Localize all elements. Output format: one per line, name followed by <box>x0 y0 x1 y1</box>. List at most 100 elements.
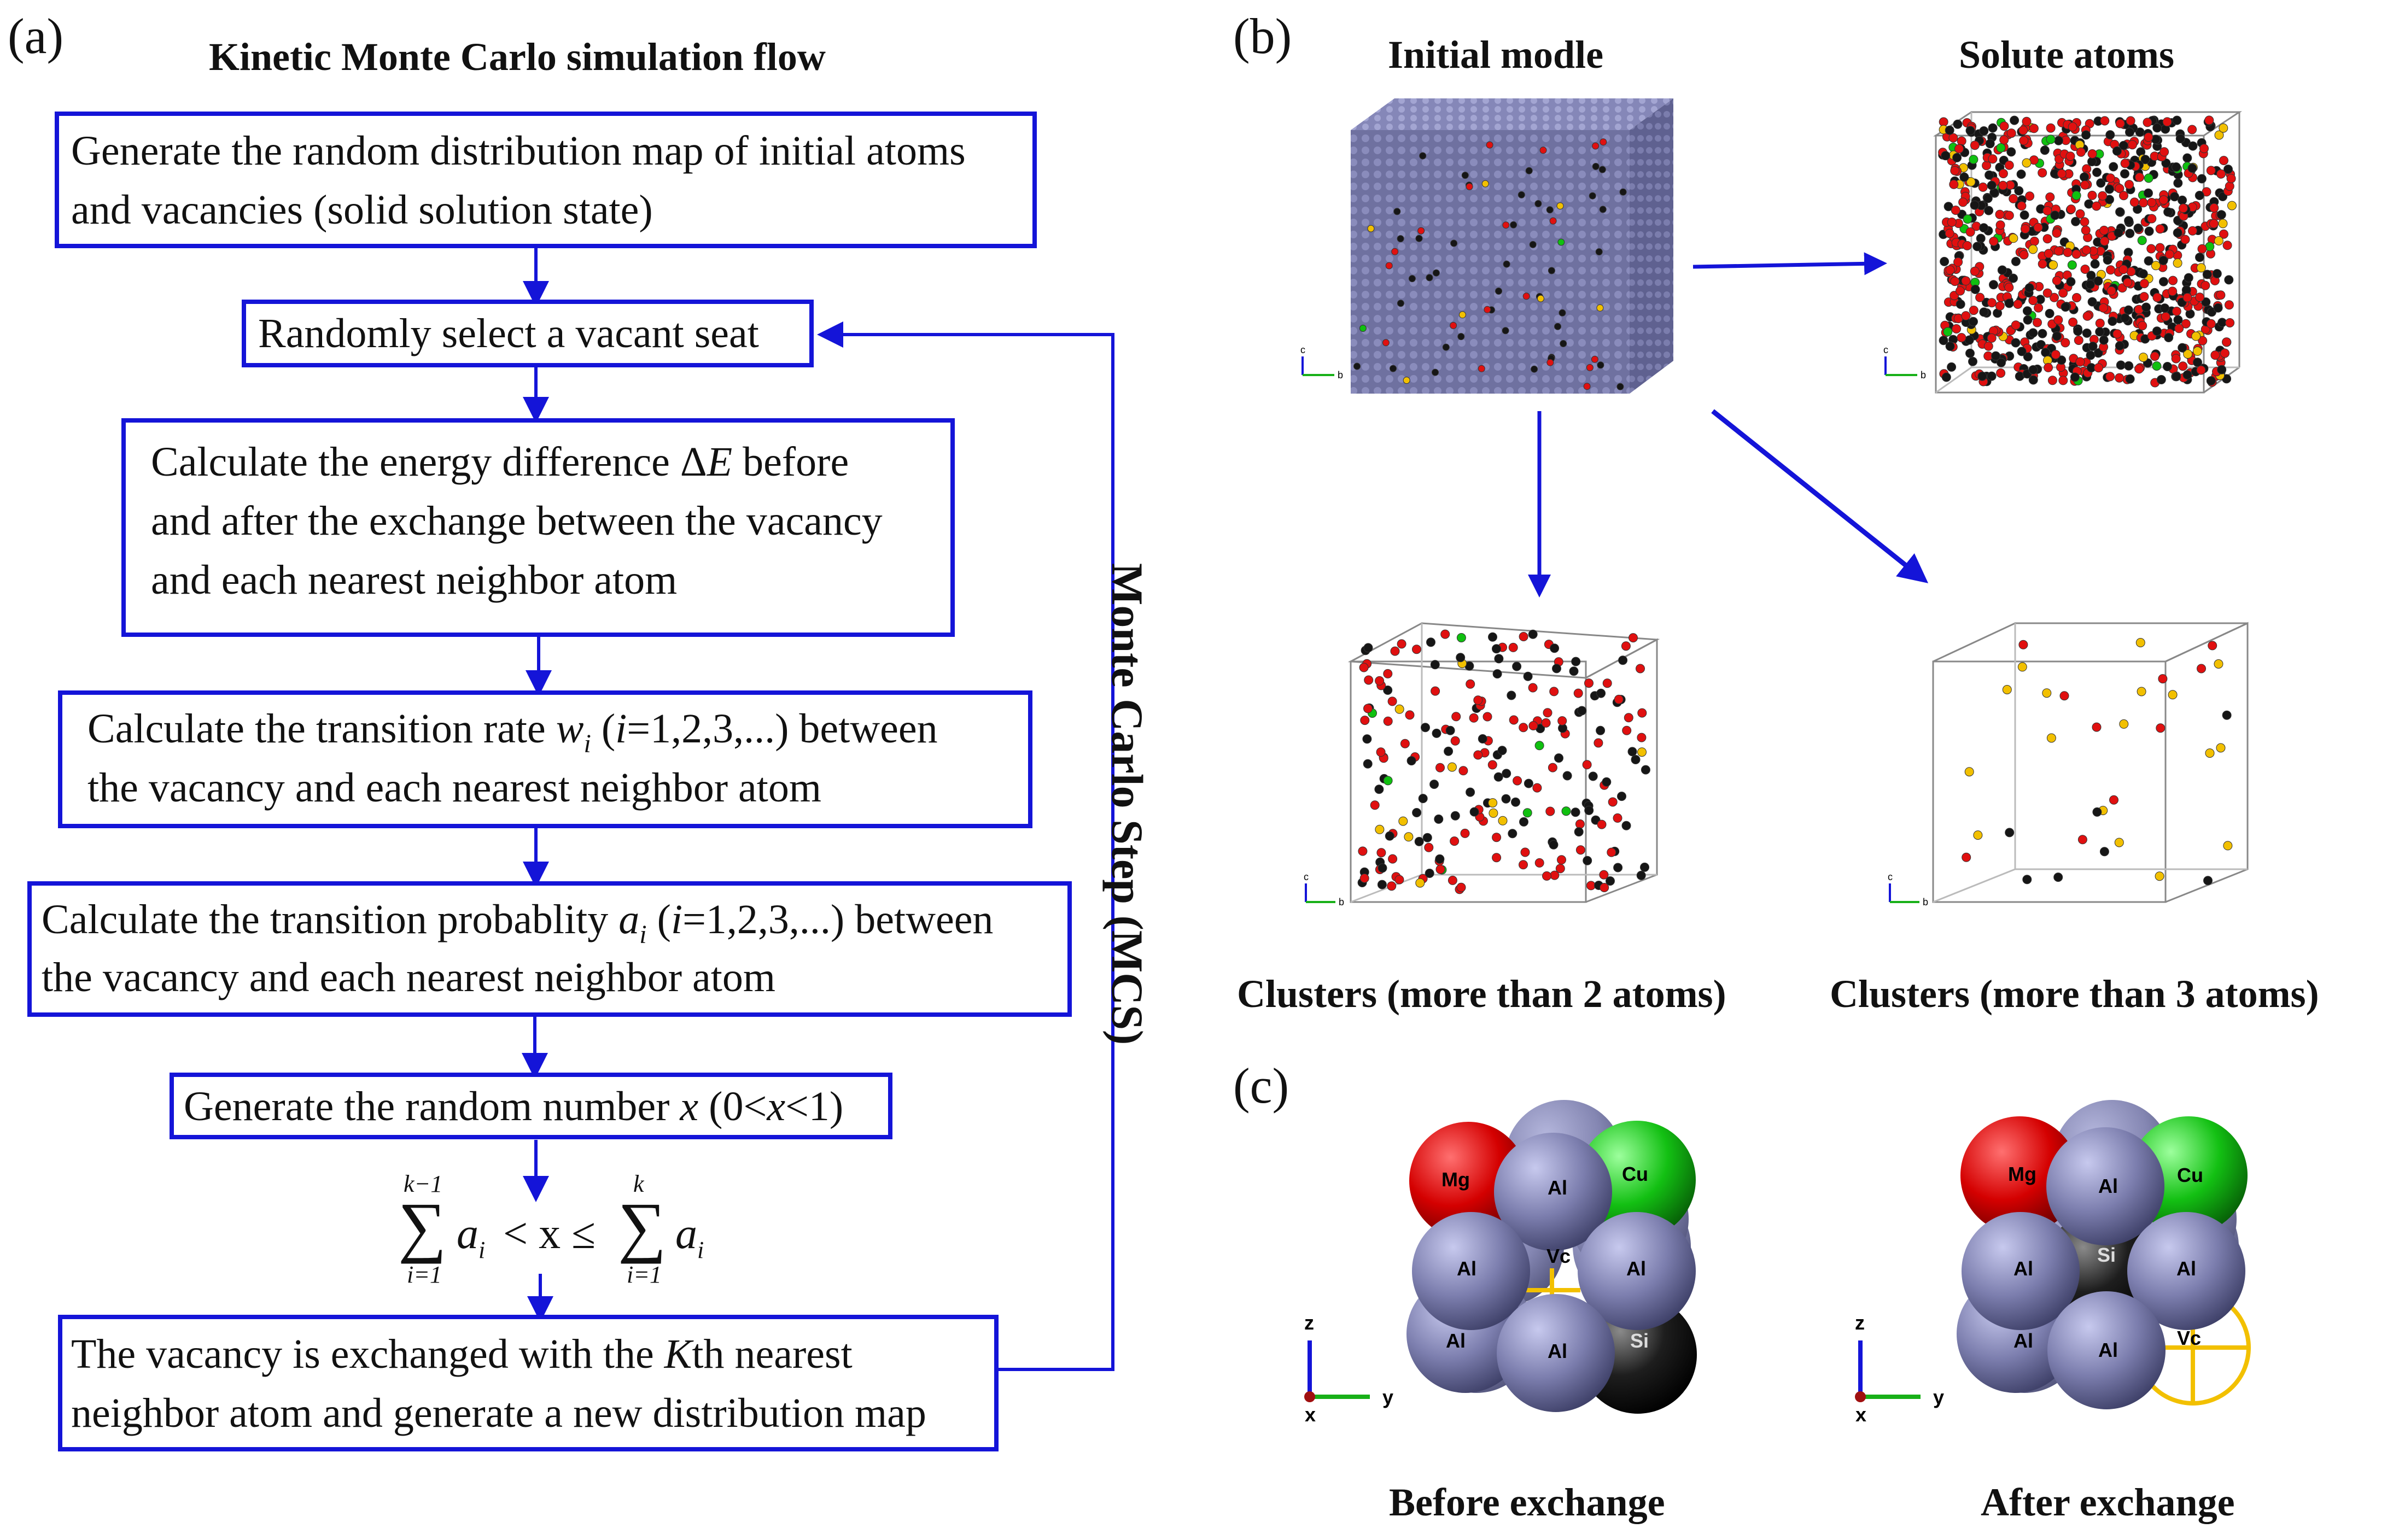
solute-atom-dot <box>2147 214 2157 224</box>
flowchart-title: Kinetic Monte Carlo simulation flow <box>209 35 826 79</box>
solute-atom-dot <box>2162 117 2172 127</box>
solute-atom-dot <box>1945 229 1954 238</box>
solute-atom-dot <box>1989 237 1999 246</box>
cluster2-atom-dot <box>1431 686 1440 696</box>
cluster2-atom-dot <box>1548 763 1557 772</box>
panel-label-b: (b) <box>1233 8 1292 64</box>
cluster2-atom-dot <box>1497 746 1507 756</box>
step1-line2: and vacancies (solid solution state) <box>71 187 653 233</box>
cluster2-atom-dot <box>1519 817 1528 827</box>
cluster2-atom-dot <box>1444 746 1454 756</box>
clusters2-axis-c: c <box>1304 871 1309 882</box>
solute-atom-dot <box>2061 302 2070 312</box>
cluster2-atom-dot <box>1622 725 1632 735</box>
clusters-3-caption: Clusters (more than 3 atoms) <box>1830 972 2319 1016</box>
initial-axis-c: c <box>1300 344 1305 355</box>
cluster2-atom-dot <box>1519 860 1528 870</box>
cluster2-atom-dot <box>1621 641 1631 651</box>
solute-atom-dot <box>2103 255 2112 265</box>
solute-atom-dot <box>2115 119 2125 128</box>
solute-atom-dot <box>2028 296 2038 306</box>
solute-atom-dot <box>2216 210 2226 220</box>
cluster2-atom-dot <box>1363 704 1373 713</box>
solute-atom-dot <box>1995 301 2005 311</box>
solute-atom-dot <box>2115 184 2124 194</box>
solute-atom-dot <box>2028 375 2038 385</box>
solute-atoms-dots <box>1938 115 2237 388</box>
arrow-to-solute <box>1692 252 1887 276</box>
cluster2-atom-dot <box>1434 814 1444 824</box>
solute-atom-dot <box>2159 277 2168 286</box>
initial-atom-dot <box>1522 292 1530 300</box>
arrow-to-clusters3 <box>1711 409 1929 583</box>
solute-atom-dot <box>2195 253 2204 262</box>
solute-atom-dot <box>2099 225 2109 235</box>
cluster2-atom-dot <box>1432 728 1441 738</box>
solute-atom-dot <box>2024 283 2034 293</box>
solute-atom-dot <box>2174 324 2184 333</box>
initial-atom-dot <box>1393 208 1401 215</box>
formula-left-sigma: ∑ <box>398 1189 447 1264</box>
cluster2-atom-dot <box>1451 712 1461 722</box>
formula-left-lower-limit: i=1 <box>407 1261 442 1288</box>
solute-axis-b: b <box>1921 370 1926 380</box>
cluster2-atom-dot <box>1450 736 1460 746</box>
cluster2-atom-dot <box>1599 870 1609 880</box>
initial-atom-dot <box>1478 365 1485 372</box>
solute-atom-dot <box>2004 160 2014 170</box>
solute-atom-dot <box>2135 172 2144 182</box>
initial-atom-dot <box>1426 274 1433 282</box>
solute-atom-dot <box>2092 167 2102 177</box>
solute-atom-dot <box>2179 203 2188 213</box>
solute-atom-dot <box>2034 303 2044 313</box>
cluster2-atom-dot <box>1359 663 1369 672</box>
solute-atom-dot <box>2216 290 2226 300</box>
cluster2-atom-dot <box>1487 760 1497 770</box>
cluster2-atom-dot <box>1596 688 1606 698</box>
solute-atom-dot <box>1988 123 1998 133</box>
cluster2-atom-dot <box>1450 836 1460 846</box>
solute-atom-dot <box>2223 165 2233 174</box>
solute-atom-dot <box>1956 286 1965 296</box>
cluster2-atom-dot <box>1489 808 1498 818</box>
cluster3-atom-dot <box>2022 875 2032 885</box>
cluster2-atom-dot <box>1550 643 1560 653</box>
cluster2-atom-dot <box>1528 683 1538 693</box>
solute-atom-dot <box>1985 170 1994 180</box>
cluster2-atom-dot <box>1466 679 1475 689</box>
cluster2-atom-dot <box>1524 778 1533 788</box>
solute-atom-dot <box>2052 276 2062 285</box>
solute-atom-dot <box>1970 140 1980 150</box>
cluster2-atom-dot <box>1588 771 1598 781</box>
solute-atom-dot <box>2199 144 2209 154</box>
solute-atom-dot <box>2180 235 2190 244</box>
after-label-si: Si <box>2097 1244 2116 1266</box>
solute-atom-dot <box>2058 376 2068 385</box>
cluster2-atom-dot <box>1509 715 1519 725</box>
solute-atom-dot <box>2018 125 2028 135</box>
solute-atom-dot <box>2147 198 2157 207</box>
cluster2-atom-dot <box>1422 833 1432 842</box>
initial-atom-dot <box>1554 323 1561 330</box>
cluster2-atom-dot <box>1607 847 1616 857</box>
solute-atom-dot <box>1961 311 1971 321</box>
solute-atom-dot <box>2073 326 2083 336</box>
solute-atom-dot <box>2144 173 2153 183</box>
initial-atom-dot <box>1403 377 1410 384</box>
initial-atom-dot <box>1559 309 1566 317</box>
solute-atom-dot <box>1997 358 2006 367</box>
solute-atom-dot <box>2028 365 2038 374</box>
solute-atom-dot <box>2070 372 2080 382</box>
solute-atom-dot <box>2052 331 2062 341</box>
solute-atom-dot <box>2093 276 2103 286</box>
initial-atom-dot <box>1549 217 1557 225</box>
solute-atom-dot <box>2052 228 2062 238</box>
cluster2-atom-dot <box>1466 787 1475 797</box>
formula-inequality: < x ≤ <box>503 1210 596 1258</box>
solute-atom-dot <box>2138 321 2147 331</box>
solute-atom-dot <box>1947 362 1957 372</box>
cluster2-atom-dot <box>1528 629 1538 639</box>
cluster2-atom-dot <box>1394 704 1404 714</box>
solute-atom-dot <box>2042 288 2052 298</box>
